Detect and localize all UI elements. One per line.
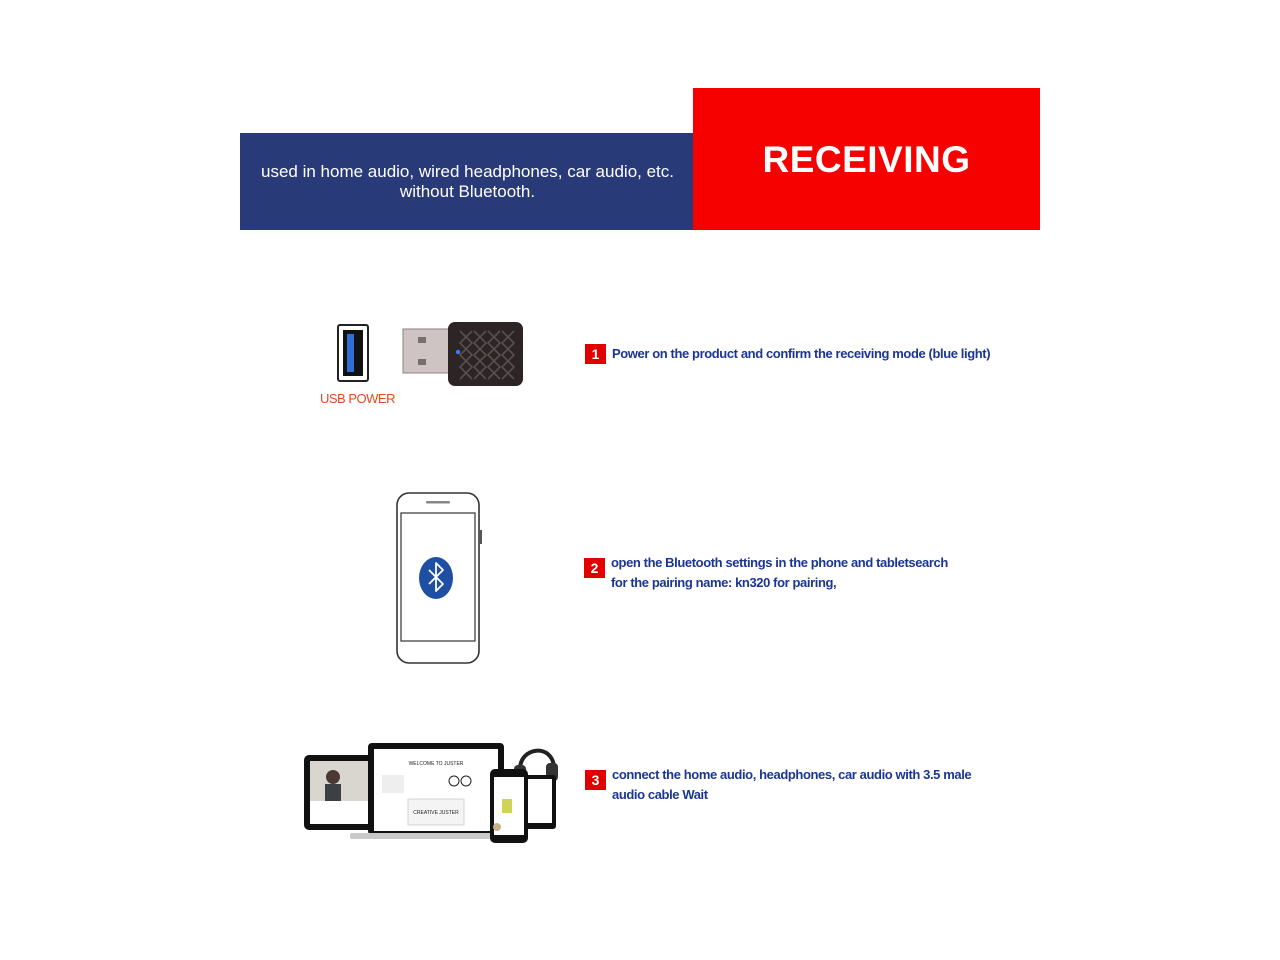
step-3: 3 connect the home audio, headphones, ca…: [585, 765, 972, 805]
step-1: 1 Power on the product and confirm the r…: [585, 344, 1007, 364]
header-description: used in home audio, wired headphones, ca…: [261, 161, 674, 201]
step-number-badge: 2: [584, 558, 605, 578]
bluetooth-dongle-icon: [402, 322, 523, 386]
step-text: open the Bluetooth settings in the phone…: [611, 555, 948, 590]
step-2: 2 open the Bluetooth settings in the pho…: [584, 553, 966, 593]
phone-bluetooth-icon: [396, 492, 482, 664]
step-text: connect the home audio, headphones, car …: [612, 767, 972, 802]
screen-creative-text: CREATIVE JUSTER: [413, 810, 459, 816]
step-number-badge: 1: [585, 344, 606, 364]
header-title-banner: RECEIVING: [693, 88, 1040, 230]
step-text: Power on the product and confirm the rec…: [612, 346, 991, 361]
step-number-badge: 3: [585, 770, 606, 790]
header-description-banner: used in home audio, wired headphones, ca…: [240, 133, 695, 230]
usb-port-icon: [337, 324, 369, 382]
devices-illustration: WELCOME TO JUSTER CREATIVE JUSTER: [304, 743, 558, 843]
header-title: RECEIVING: [762, 139, 971, 180]
screen-welcome-text: WELCOME TO JUSTER: [409, 761, 464, 767]
usb-power-label: USB POWER: [320, 391, 395, 406]
